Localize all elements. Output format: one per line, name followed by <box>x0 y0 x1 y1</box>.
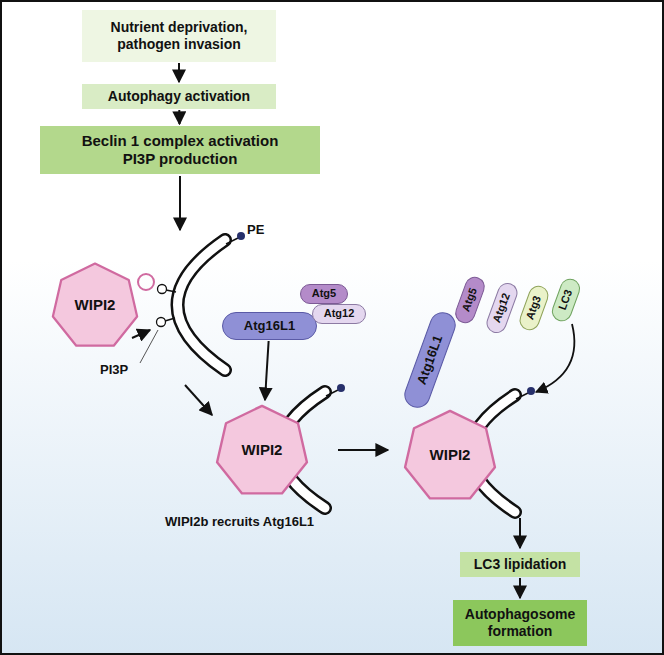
atg5-protein: Atg5 <box>452 274 487 326</box>
atg3-protein: Atg3 <box>517 283 552 333</box>
node-text: Atg12 <box>324 307 355 320</box>
flow-arrow <box>178 63 180 82</box>
node-text: Autophagosome formation <box>460 606 580 640</box>
atg16l1-protein: Atg16L1 <box>401 309 460 412</box>
atg12-protein: Atg12 <box>312 304 366 324</box>
lc3-protein: LC3 <box>549 276 583 324</box>
result-box: Autophagosome formation <box>453 600 587 646</box>
node-text: WIPI2 <box>75 296 116 314</box>
flow-arrow <box>178 110 180 124</box>
caption-text: WIPI2b recruits Atg16L1 <box>165 514 314 529</box>
node-text: WIPI2 <box>242 441 283 459</box>
node-text: LC3 lipidation <box>474 556 567 573</box>
process-box: LC3 lipidation <box>460 552 580 577</box>
lipid-label: PI3P <box>100 362 128 377</box>
node-text: LC3 <box>556 288 575 312</box>
flow-arrow <box>519 578 521 598</box>
process-box: Autophagy activation <box>82 84 276 109</box>
atg12-protein: Atg12 <box>484 280 521 336</box>
process-box: Beclin 1 complex activation PI3P product… <box>40 126 320 174</box>
node-text: Atg12 <box>491 291 514 324</box>
node-text: Beclin 1 complex activation PI3P product… <box>73 132 288 168</box>
flow-arrow <box>265 341 269 400</box>
atg16l1-protein: Atg16L1 <box>222 312 317 340</box>
node-text: Autophagy activation <box>108 88 250 105</box>
wipi2-protein: WIPI2 <box>214 402 310 498</box>
wipi2-protein: WIPI2 <box>402 407 498 503</box>
node-text: Atg16L1 <box>414 333 446 387</box>
node-text: Nutrient deprivation, pathogen invasion <box>89 19 269 53</box>
lipid-label: PE <box>247 222 264 237</box>
node-text: WIPI2 <box>430 446 471 464</box>
node-text: Atg5 <box>460 286 481 313</box>
node-text: Atg5 <box>312 287 336 300</box>
wipi2-protein: WIPI2 <box>50 260 140 350</box>
atg5-protein: Atg5 <box>300 284 348 304</box>
node-text: Atg3 <box>524 294 545 321</box>
node-text: Atg16L1 <box>244 318 295 334</box>
trigger-box: Nutrient deprivation, pathogen invasion <box>82 10 276 62</box>
